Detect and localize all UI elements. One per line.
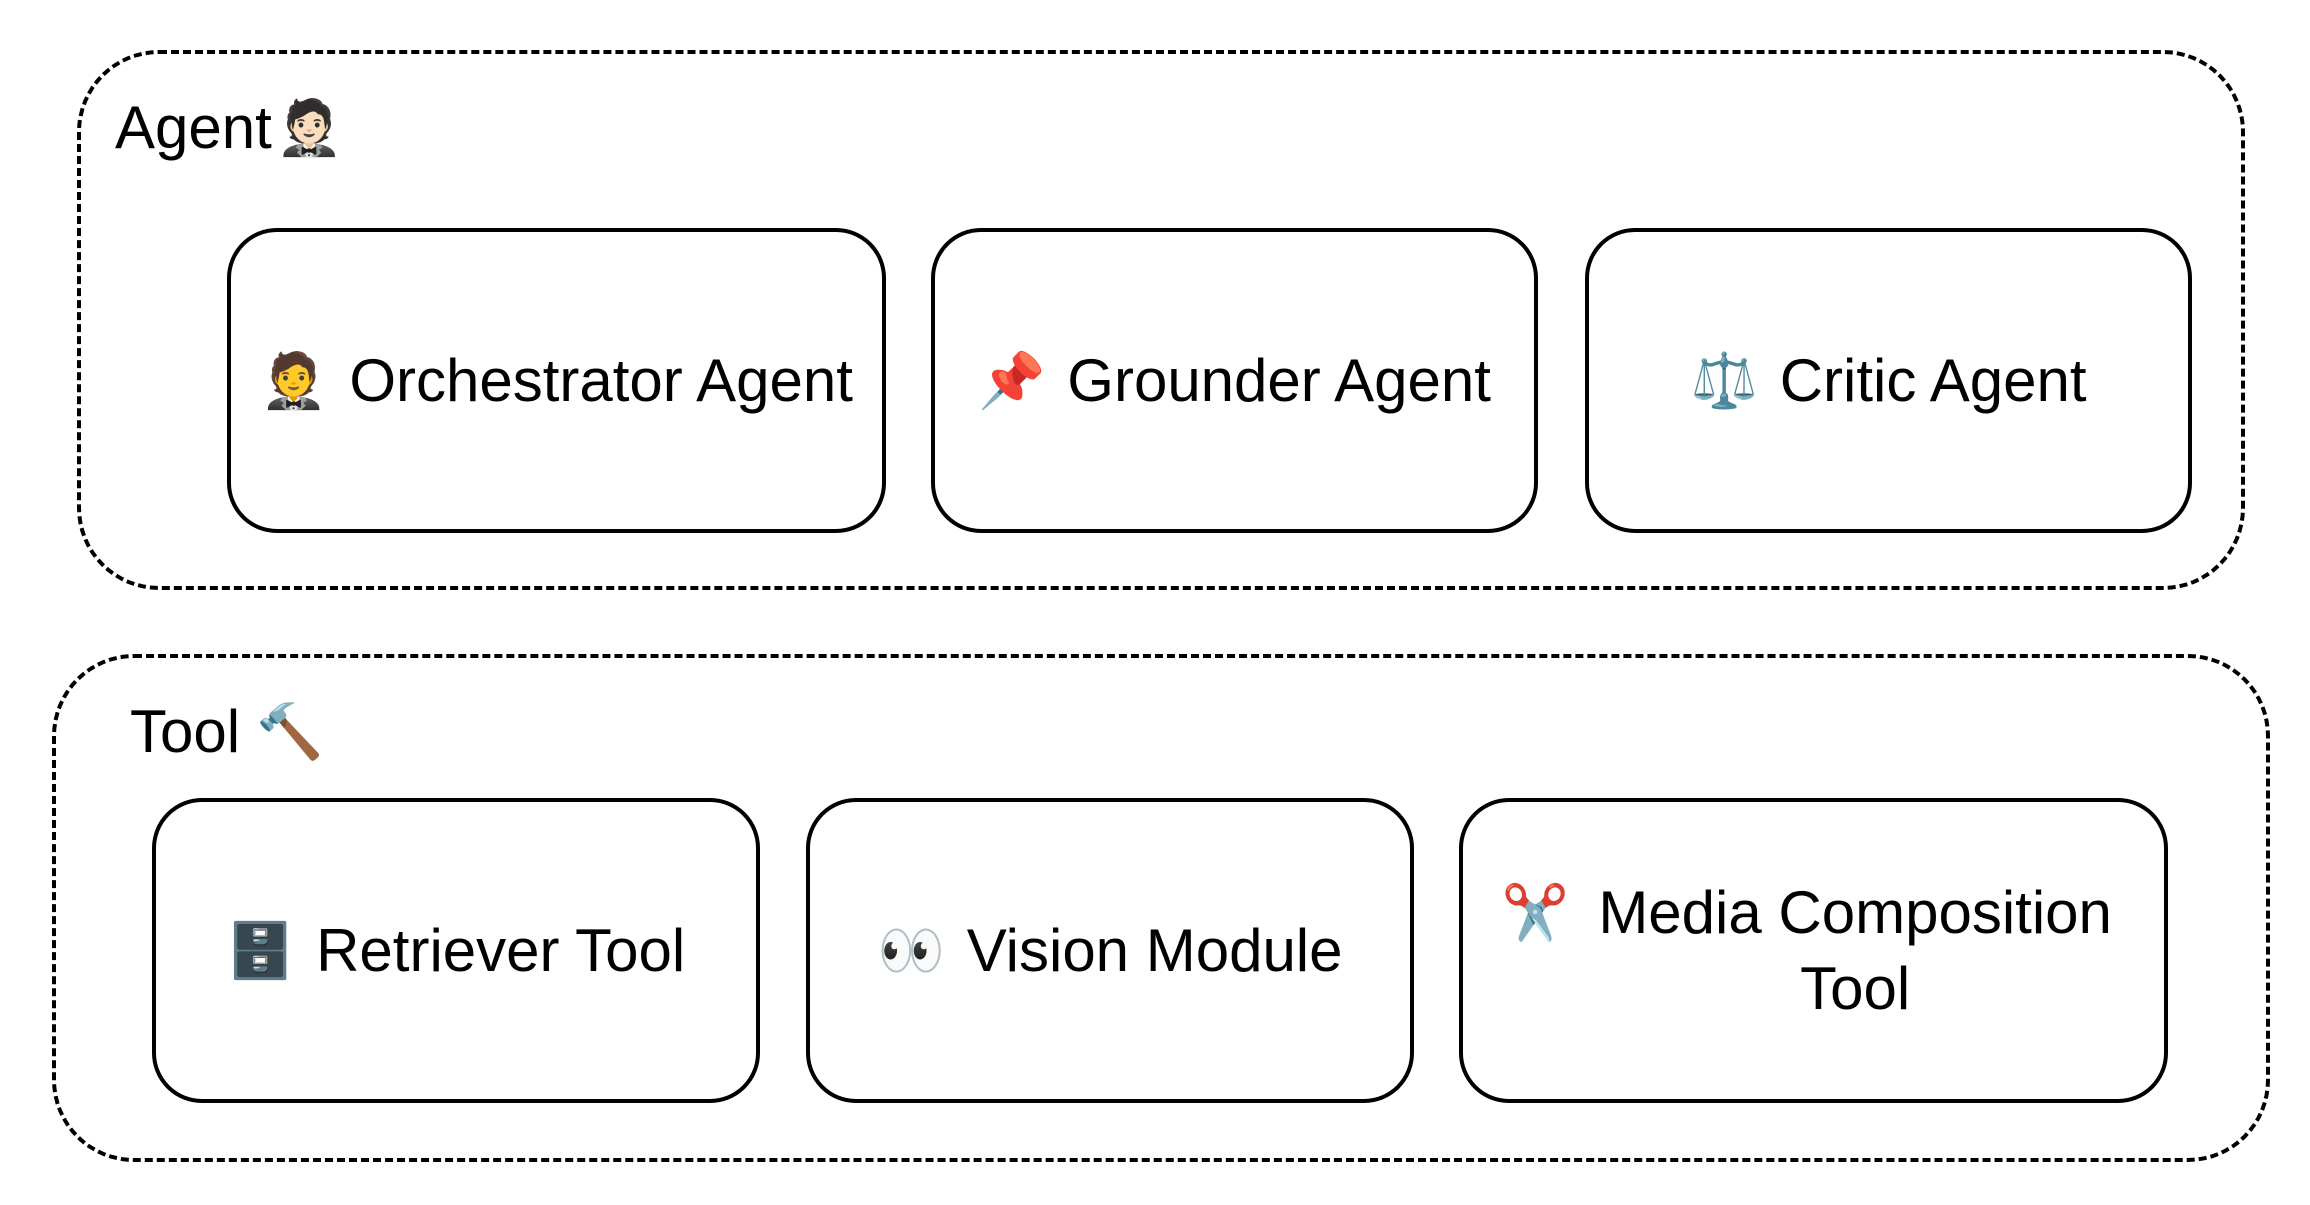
retriever-tool-label: Retriever Tool (316, 916, 686, 984)
hammer-icon: 🔨 (256, 700, 324, 763)
grounder-agent-box: 📌 Grounder Agent (931, 228, 1538, 533)
file-cabinet-icon: 🗄️ (226, 918, 295, 982)
media-composition-tool-label: Media Composition Tool (1598, 878, 2112, 1022)
orchestrator-agent-label: Orchestrator Agent (349, 346, 853, 414)
person-in-tuxedo-icon: 🤵🏻 (275, 96, 344, 159)
pushpin-icon: 📌 (978, 348, 1046, 412)
retriever-tool-box: 🗄️ Retriever Tool (152, 798, 760, 1103)
person-in-tuxedo-icon: 🤵 (260, 348, 328, 412)
tool-group-title: Tool 🔨 (130, 702, 323, 762)
tool-group-title-text: Tool (130, 698, 241, 765)
eyes-icon: 👀 (877, 918, 945, 982)
vision-module-box: 👀 Vision Module (806, 798, 1414, 1103)
agent-group-title-text: Agent (115, 94, 272, 161)
grounder-agent-label: Grounder Agent (1067, 346, 1491, 414)
orchestrator-agent-box: 🤵 Orchestrator Agent (227, 228, 886, 533)
balance-scale-icon: ⚖️ (1690, 348, 1758, 412)
vision-module-label: Vision Module (966, 916, 1343, 984)
media-composition-tool-box: ✂️ Media Composition Tool (1459, 798, 2168, 1103)
agent-group-container (77, 50, 2245, 590)
critic-agent-box: ⚖️ Critic Agent (1585, 228, 2192, 533)
scissors-icon: ✂️ (1501, 880, 1570, 944)
agent-group-title: Agent 🤵🏻 (115, 98, 343, 158)
critic-agent-label: Critic Agent (1779, 346, 2087, 414)
tool-group-container (52, 654, 2270, 1162)
